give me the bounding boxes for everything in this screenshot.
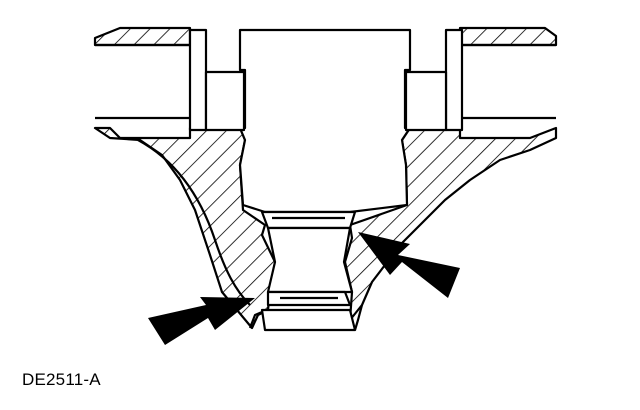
figure-reference-code: DE2511-A (22, 370, 101, 389)
throat (266, 226, 354, 294)
central-bore (238, 28, 412, 214)
bolt-right (444, 28, 464, 132)
stud-left (204, 70, 246, 132)
housing-section (93, 26, 558, 332)
upper-arrow (358, 232, 460, 298)
stud-right (404, 70, 448, 132)
bolt-left (188, 28, 208, 132)
lower-arrow-shape (148, 297, 255, 345)
bottom-lip (248, 310, 263, 329)
bottom-ring (260, 308, 357, 332)
upper-arrow-shape (358, 232, 460, 298)
upper-plate-right (458, 26, 558, 47)
upper-cup (260, 210, 357, 230)
lower-arrow (148, 297, 255, 345)
bottom-lip-right (353, 304, 364, 331)
outer-sweep-left (137, 139, 251, 306)
upper-plate-left (93, 26, 192, 47)
